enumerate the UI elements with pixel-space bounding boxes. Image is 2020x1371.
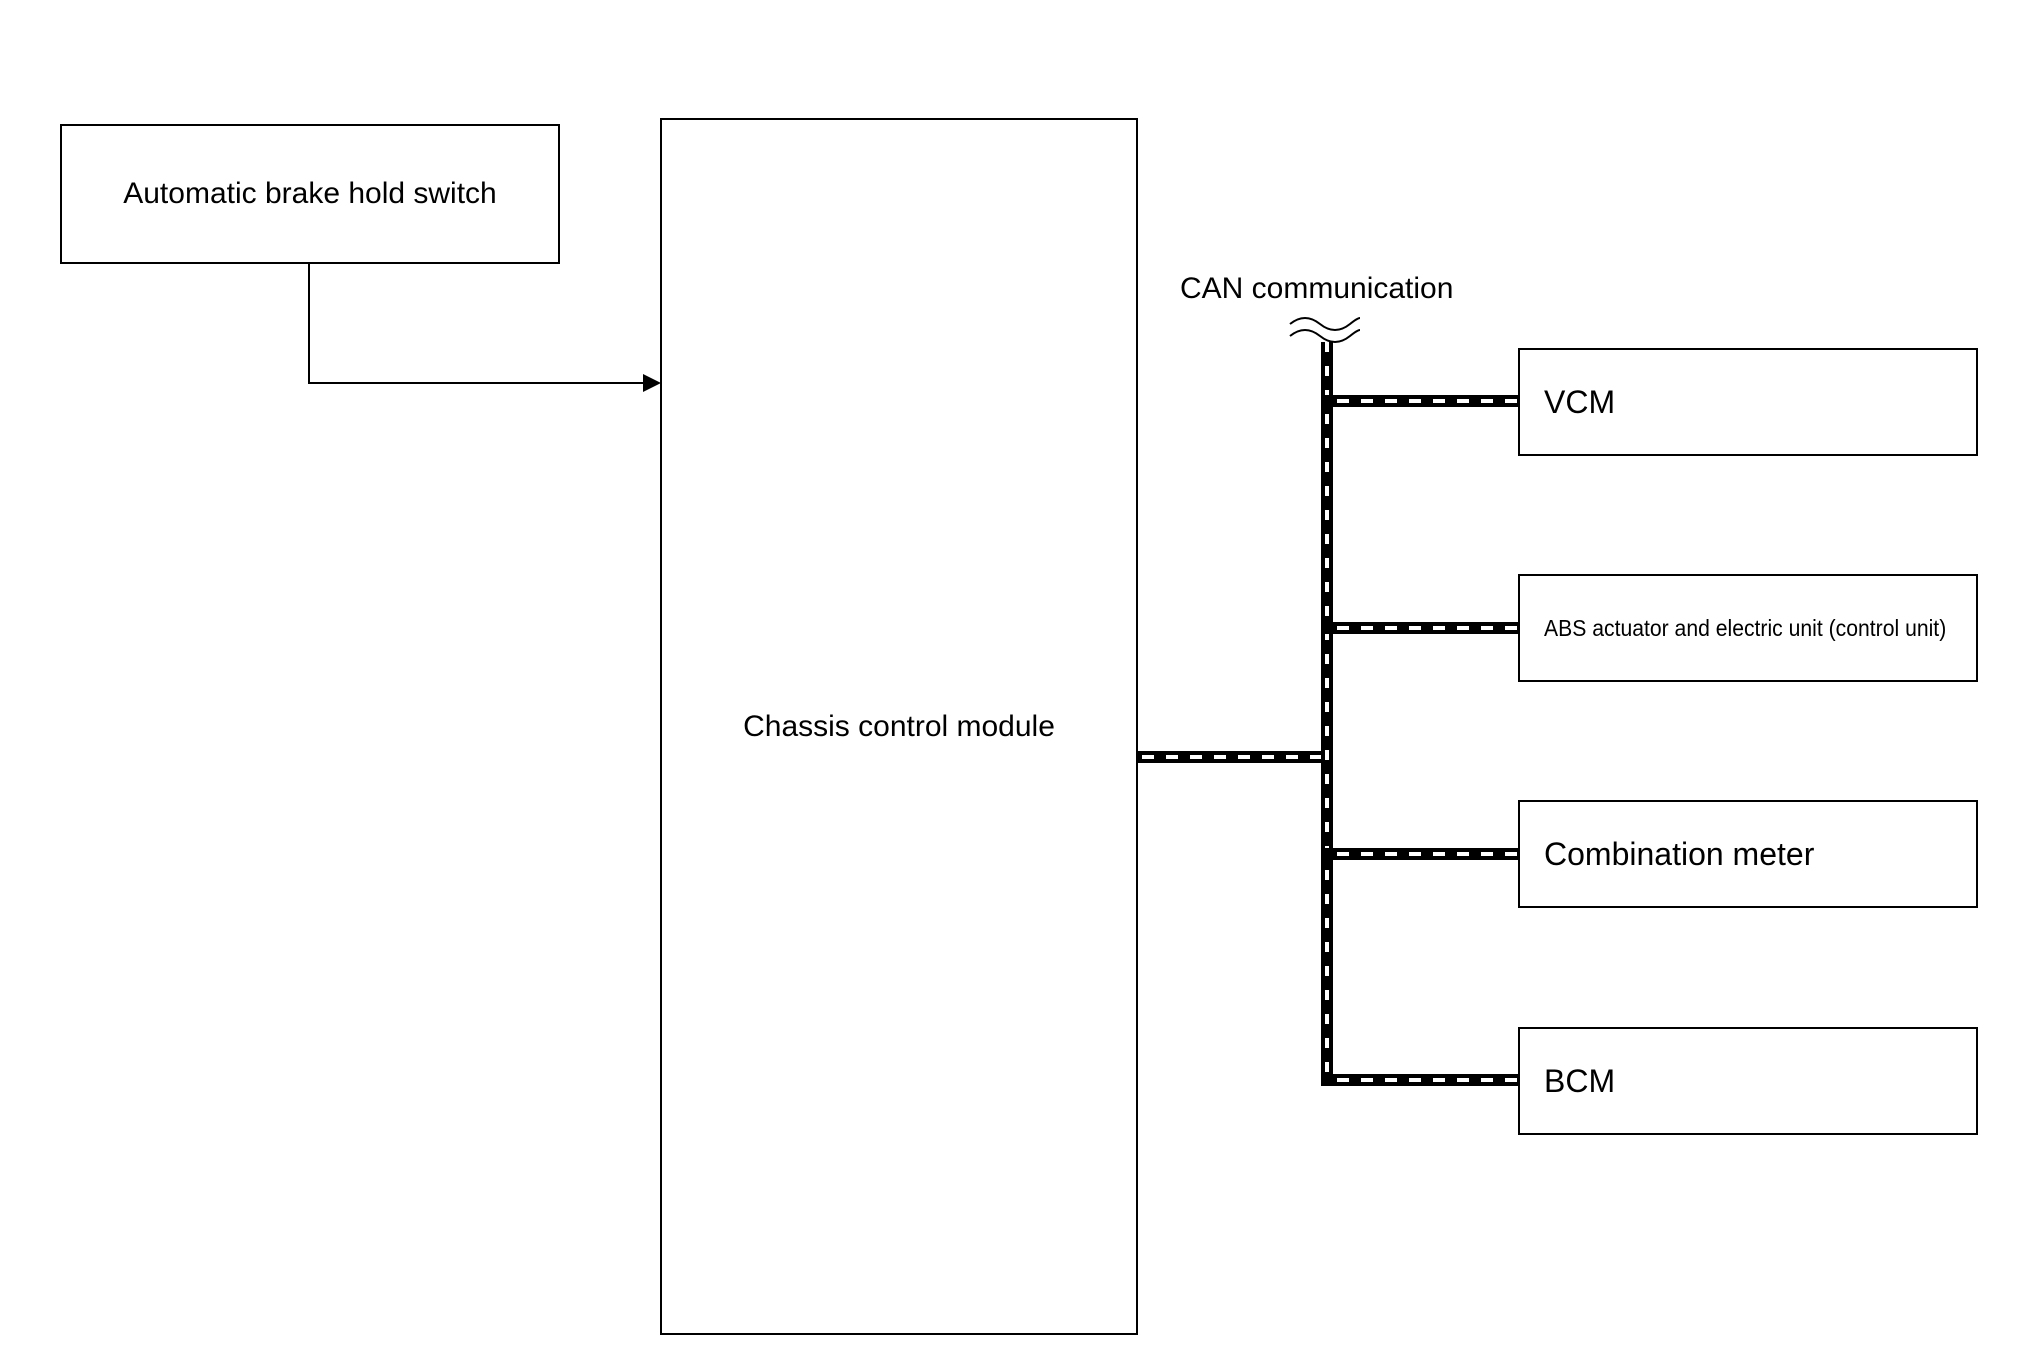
- brake-hold-switch-box: Automatic brake hold switch: [60, 124, 560, 264]
- brake-hold-switch-label: Automatic brake hold switch: [123, 177, 497, 210]
- switch-signal-line: [308, 264, 646, 384]
- bcm-label: BCM: [1544, 1062, 1616, 1099]
- combination-meter-label: Combination meter: [1544, 835, 1815, 872]
- vcm-box: VCM: [1518, 348, 1978, 456]
- signal-arrowhead: [643, 374, 661, 392]
- combination-meter-box: Combination meter: [1518, 800, 1978, 908]
- abs-unit-box: ABS actuator and electric unit (control …: [1518, 574, 1978, 682]
- chassis-control-module-label: Chassis control module: [743, 709, 1055, 743]
- can-communication-label: CAN communication: [1180, 272, 1454, 305]
- chassis-control-module-box: Chassis control module: [660, 118, 1138, 1335]
- vcm-label: VCM: [1544, 383, 1616, 420]
- bus-continuation-icon: [1289, 317, 1361, 343]
- abs-unit-label: ABS actuator and electric unit (control …: [1544, 614, 1947, 641]
- bcm-box: BCM: [1518, 1027, 1978, 1135]
